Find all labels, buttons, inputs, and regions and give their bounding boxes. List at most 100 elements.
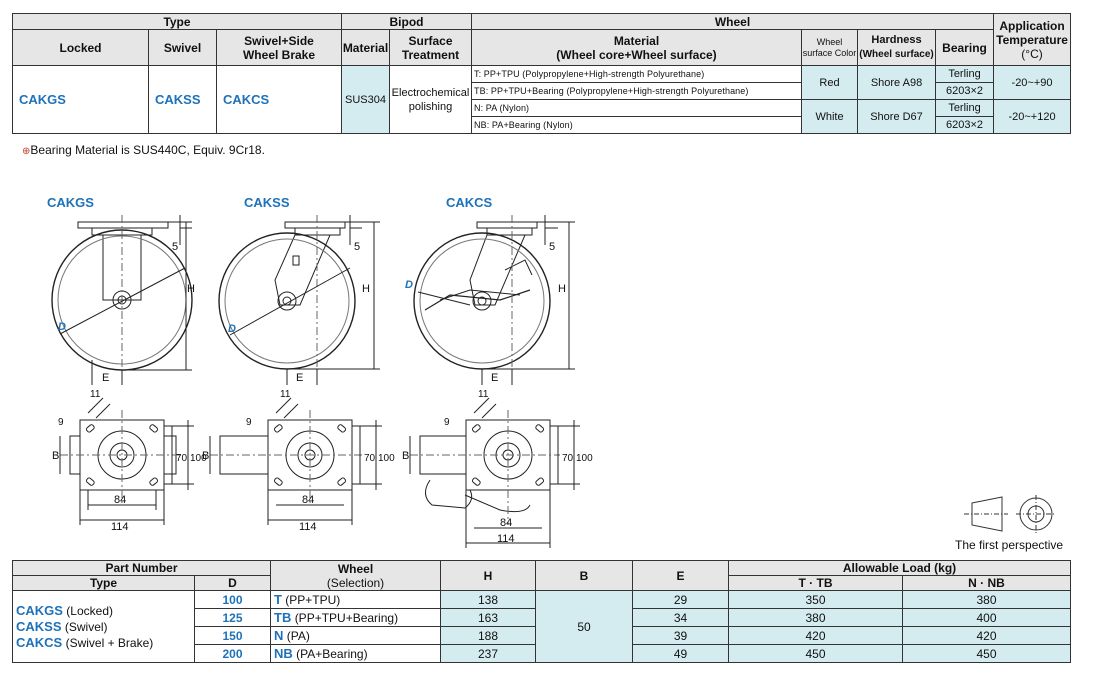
dim-9-swivel: 9 — [246, 417, 252, 428]
d-header: D — [194, 575, 271, 591]
type-header: Type — [12, 13, 342, 30]
surface-treatment: Electrochemical polishing — [389, 65, 472, 134]
part-number-header: Part Number — [12, 560, 271, 576]
projection-label: The first perspective — [955, 538, 1064, 552]
bipod-material: SUS304 — [341, 65, 390, 134]
technical-drawings: D H 5 E D H 5 E D H 5 E B 70 100 84 114 … — [51, 215, 593, 548]
wheel-selection-header: Wheel (Selection) — [270, 560, 441, 591]
dim-70-locked: 70 — [176, 453, 188, 464]
dim-11-swivel: 11 — [280, 389, 291, 400]
b-value: 50 — [535, 590, 633, 663]
d-value: 125 — [194, 608, 271, 627]
selection-t: T (PP+TPU) — [270, 590, 441, 609]
dim-5-swivel: 5 — [354, 241, 360, 253]
load-n-nb: 450 — [902, 644, 1071, 663]
hardness-header: Hardness (Wheel surface) — [857, 29, 936, 66]
load-t-tb: 420 — [728, 626, 903, 645]
d-value: 100 — [194, 590, 271, 609]
dim-70-brake: 70 — [562, 453, 574, 464]
type-header: Type — [12, 575, 195, 591]
dim-e-brake: E — [491, 372, 498, 384]
hardness-a98: Shore A98 — [857, 65, 936, 100]
drawing-label-swivel: CAKSS — [244, 195, 290, 210]
wheel-material-tb: TB: PP+TPU+Bearing (Polypropylene+High-s… — [471, 82, 802, 100]
locked-caster-top-view — [59, 397, 194, 525]
temperature-range: -20~+120 — [993, 99, 1072, 134]
bearing-note: ⊕Bearing Material is SUS440C, Equiv. 9Cr… — [22, 143, 265, 157]
swivel-caster-side-view — [218, 215, 380, 385]
wheel-color-header: Wheel surface Color — [801, 29, 858, 66]
n-nb-header: N · NB — [902, 575, 1071, 591]
swivel-header: Swivel — [148, 29, 217, 66]
drawing-label-brake: CAKCS — [446, 195, 493, 210]
wheel-material-nb: NB: PA+Bearing (Nylon) — [471, 116, 802, 134]
load-n-nb: 400 — [902, 608, 1071, 627]
dim-d-locked: D — [58, 321, 66, 333]
b-header: B — [535, 560, 633, 591]
h-value: 188 — [440, 626, 536, 645]
selection-n: N (PA) — [270, 626, 441, 645]
locked-header: Locked — [12, 29, 149, 66]
note-icon: ⊕ — [22, 146, 31, 157]
dim-h-locked: H — [187, 283, 195, 295]
first-angle-projection-icon — [964, 495, 1056, 533]
dim-11-brake: 11 — [478, 389, 489, 400]
e-value: 49 — [632, 644, 729, 663]
selection-nb: NB (PA+Bearing) — [270, 644, 441, 663]
dim-84-locked: 84 — [114, 494, 126, 506]
dim-100-brake: 100 — [576, 453, 593, 464]
locked-code: CAKGS — [12, 65, 149, 134]
bipod-header: Bipod — [341, 13, 472, 30]
dim-b-swivel: B — [202, 450, 209, 462]
dim-114-brake: 114 — [497, 533, 515, 545]
e-value: 29 — [632, 590, 729, 609]
bearing-terling: Terling — [934, 65, 995, 83]
bearing-header: Bearing — [934, 29, 995, 66]
dim-9-locked: 9 — [58, 417, 64, 428]
wheel-header: Wheel — [470, 13, 995, 30]
swivel-caster-top-view — [209, 397, 382, 525]
wheel-color-red: Red — [801, 65, 858, 100]
locked-caster-side-view — [51, 215, 193, 385]
e-value: 34 — [632, 608, 729, 627]
load-t-tb: 350 — [728, 590, 903, 609]
bearing-size: 6203×2 — [934, 82, 995, 100]
application-temperature-header: Application Temperature (°C) — [993, 13, 1072, 66]
dim-h-brake: H — [558, 283, 566, 295]
temperature-range: -20~+90 — [993, 65, 1072, 100]
dim-11-locked: 11 — [90, 389, 101, 400]
h-value: 138 — [440, 590, 536, 609]
brake-code: CAKCS — [216, 65, 342, 134]
dim-e-swivel: E — [296, 372, 303, 384]
dim-b-locked: B — [52, 450, 59, 462]
load-t-tb: 380 — [728, 608, 903, 627]
dim-70-swivel: 70 — [364, 453, 376, 464]
swivel-brake-header: Swivel+Side Wheel Brake — [216, 29, 342, 66]
e-header: E — [632, 560, 729, 591]
t-tb-header: T · TB — [728, 575, 903, 591]
dim-100-locked: 100 — [190, 453, 207, 464]
dim-e-locked: E — [102, 372, 109, 384]
d-value: 150 — [194, 626, 271, 645]
dim-b-brake: B — [402, 450, 409, 462]
dim-5-brake: 5 — [549, 241, 555, 253]
load-n-nb: 420 — [902, 626, 1071, 645]
brake-caster-top-view — [409, 397, 580, 548]
h-value: 237 — [440, 644, 536, 663]
allowable-load-header: Allowable Load (kg) — [728, 560, 1071, 576]
dimension-table: Part Number Wheel (Selection) H B E Allo… — [12, 560, 1071, 663]
wheel-material-t: T: PP+TPU (Polypropylene+High-strength P… — [471, 65, 802, 83]
selection-tb: TB (PP+TPU+Bearing) — [270, 608, 441, 627]
brake-caster-side-view — [413, 215, 575, 385]
swivel-code: CAKSS — [148, 65, 217, 134]
wheel-material-n: N: PA (Nylon) — [471, 99, 802, 117]
dim-100-swivel: 100 — [378, 453, 395, 464]
spec-table: Type Bipod Wheel Application Temperature… — [12, 13, 1072, 134]
e-value: 39 — [632, 626, 729, 645]
dim-114-swivel: 114 — [299, 521, 317, 533]
d-value: 200 — [194, 644, 271, 663]
dim-84-brake: 84 — [500, 517, 512, 529]
hardness-d67: Shore D67 — [857, 99, 936, 134]
bearing-terling: Terling — [934, 99, 995, 117]
wheel-material-header: Material (Wheel core+Wheel surface) — [471, 29, 802, 66]
